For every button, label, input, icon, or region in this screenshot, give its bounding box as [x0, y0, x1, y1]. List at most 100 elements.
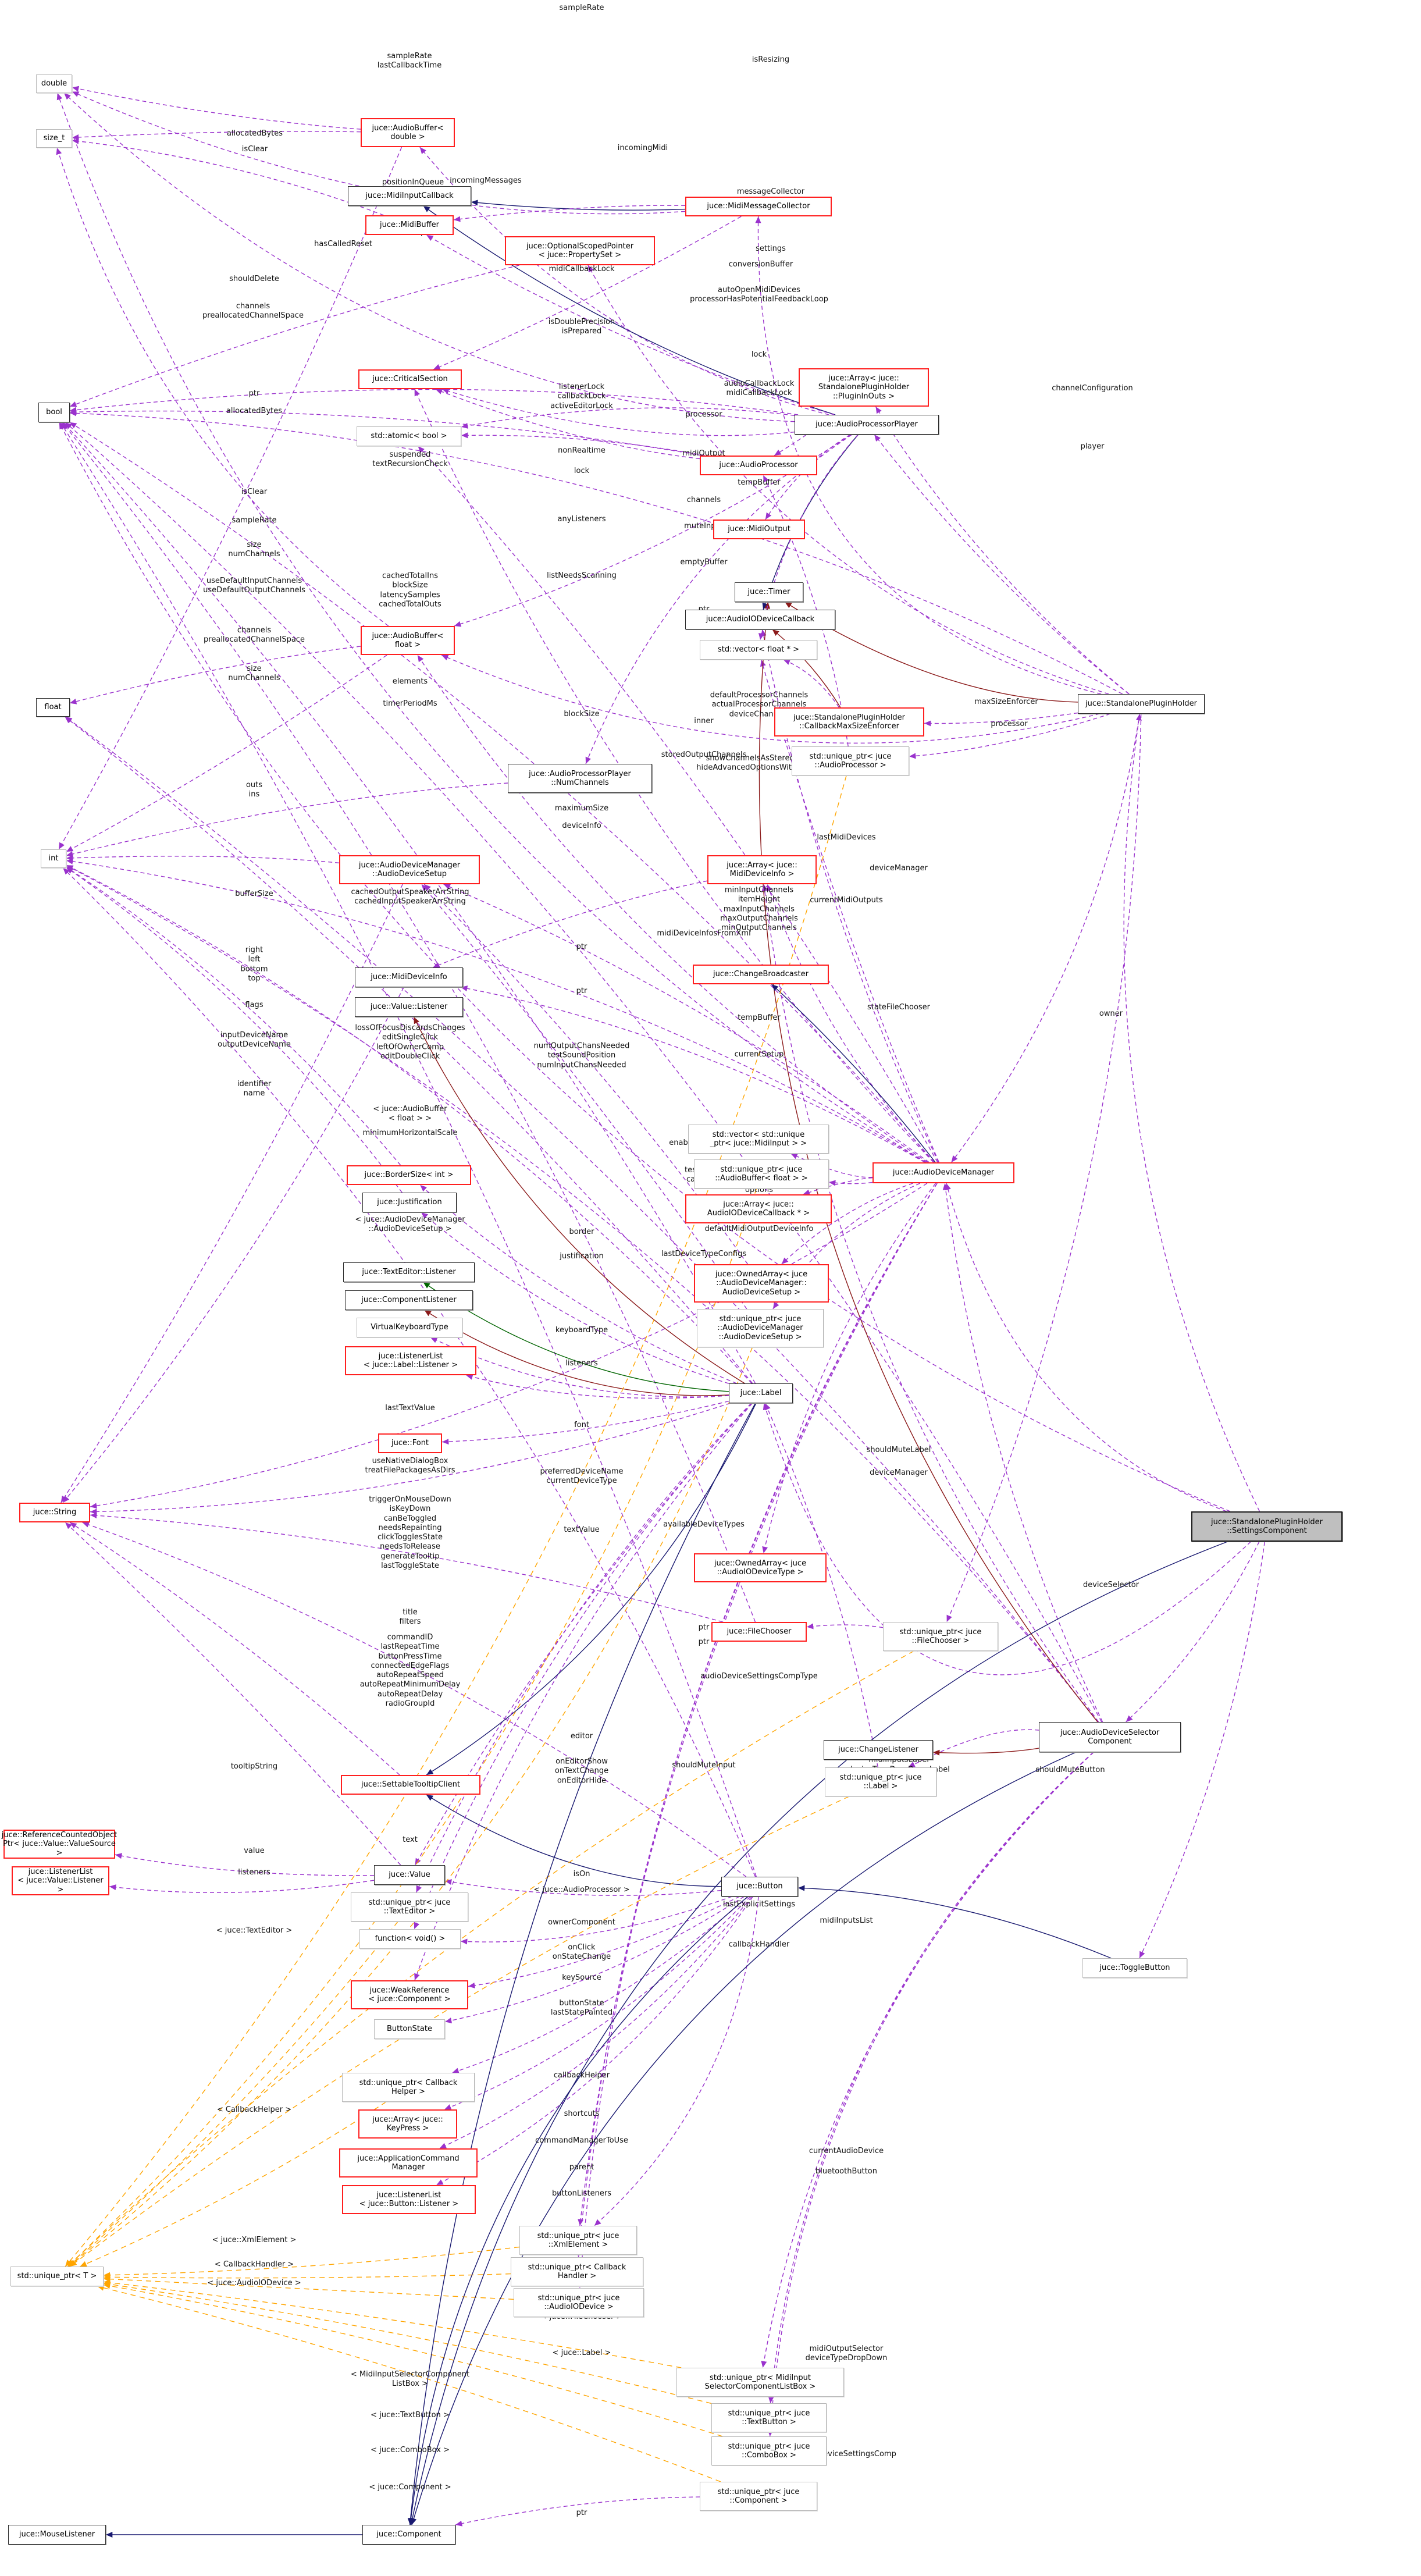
node-uptr_component[interactable]: std::unique_ptr< juce ::Component > — [700, 2482, 817, 2511]
node-uptr_combobox[interactable]: std::unique_ptr< juce ::ComboBox > — [711, 2436, 827, 2465]
node-llbutton[interactable]: juce::ListenerList < juce::Button::Liste… — [342, 2185, 476, 2214]
edge-value-to-llvalue — [109, 1880, 375, 1893]
edge-label-to-weakref — [414, 1403, 753, 1981]
node-settooltip[interactable]: juce::SettableTooltipClient — [341, 1775, 480, 1795]
node-uptr_textbutton[interactable]: std::unique_ptr< juce ::TextButton > — [711, 2403, 827, 2432]
node-arr_mididev[interactable]: juce::Array< juce:: MidiDeviceInfo > — [707, 855, 817, 884]
node-bordersize[interactable]: juce::BorderSize< int > — [347, 1165, 471, 1185]
node-string[interactable]: juce::String — [19, 1503, 90, 1522]
edge-adm-to-adm_ads — [443, 884, 929, 1163]
node-abuf_double[interactable]: juce::AudioBuffer< double > — [361, 118, 455, 147]
node-mididevinfo[interactable]: juce::MidiDeviceInfo — [355, 967, 463, 987]
node-uptr_audiodev[interactable]: std::unique_ptr< juce ::AudioIODevice > — [514, 2288, 644, 2317]
edge-abuf_double-to-size_t — [72, 131, 361, 140]
node-uptr_cbhelper[interactable]: std::unique_ptr< Callback Helper > — [342, 2073, 475, 2102]
node-uptr_midiinselbox[interactable]: std::unique_ptr< MidiInput SelectorCompo… — [676, 2368, 844, 2397]
node-uptr_label[interactable]: std::unique_ptr< juce ::Label > — [825, 1767, 936, 1796]
node-midibuffer[interactable]: juce::MidiBuffer — [365, 215, 454, 235]
node-uptr_filechooser[interactable]: std::unique_ptr< juce ::FileChooser > — [883, 1622, 998, 1651]
node-togglebutton[interactable]: juce::ToggleButton — [1082, 1958, 1187, 1978]
node-font[interactable]: juce::Font — [378, 1433, 442, 1453]
node-complistener[interactable]: juce::ComponentListener — [345, 1290, 473, 1310]
node-adm_ads[interactable]: juce::AudioDeviceManager ::AudioDeviceSe… — [339, 855, 480, 884]
node-adm[interactable]: juce::AudioDeviceManager — [872, 1162, 1014, 1183]
node-label[interactable]: juce::Label — [729, 1383, 793, 1403]
node-timer[interactable]: juce::Timer — [735, 582, 803, 602]
edge-uptr_ads-to-adm_ads — [421, 884, 747, 1310]
edge-uptr_abuf_float-to-uptr_t — [67, 1188, 757, 2267]
node-lllabel[interactable]: juce::ListenerList < juce::Label::Listen… — [345, 1346, 476, 1375]
edge-settings_comp-to-adm — [945, 1183, 1227, 1512]
node-arr_keypress[interactable]: juce::Array< juce:: KeyPress > — [358, 2109, 457, 2139]
node-bool[interactable]: bool — [38, 403, 70, 422]
node-optscoped[interactable]: juce::OptionalScopedPointer < juce::Prop… — [505, 236, 655, 265]
node-teditlistener[interactable]: juce::TextEditor::Listener — [343, 1262, 475, 1282]
node-ownarr_ads[interactable]: juce::OwnedArray< juce ::AudioDeviceMana… — [694, 1264, 829, 1303]
edge-label-to-bordersize — [419, 1184, 737, 1384]
edge-uptr_audiodev-to-uptr_t — [103, 2276, 514, 2300]
node-uptr_aproc[interactable]: std::unique_ptr< juce ::AudioProcessor > — [792, 746, 909, 775]
node-arr_aiodcb[interactable]: juce::Array< juce:: AudioIODeviceCallbac… — [685, 1194, 832, 1223]
node-critsec[interactable]: juce::CriticalSection — [358, 369, 462, 389]
node-funcvoid[interactable]: function< void() > — [359, 1929, 461, 1949]
node-weakref[interactable]: juce::WeakReference < juce::Component > — [351, 1980, 468, 2009]
node-vec_uptr_midiin[interactable]: std::vector< std::unique _ptr< juce::Mid… — [688, 1125, 829, 1154]
node-midiout[interactable]: juce::MidiOutput — [713, 520, 805, 539]
node-appcmdmgr[interactable]: juce::ApplicationCommand Manager — [339, 2148, 478, 2177]
node-approcplayer[interactable]: juce::AudioProcessorPlayer — [795, 415, 939, 435]
node-adsc[interactable]: juce::AudioDeviceSelector Component — [1039, 1722, 1181, 1752]
node-float[interactable]: float — [36, 698, 70, 717]
node-button[interactable]: juce::Button — [721, 1877, 798, 1897]
node-component[interactable]: juce::Component — [362, 2525, 455, 2545]
node-changebroadcaster[interactable]: juce::ChangeBroadcaster — [693, 965, 829, 984]
node-ownarr_devtype[interactable]: juce::OwnedArray< juce ::AudioIODeviceTy… — [694, 1553, 827, 1582]
node-sph[interactable]: juce::StandalonePluginHolder — [1078, 694, 1205, 714]
node-atomicbool[interactable]: std::atomic< bool > — [357, 426, 461, 446]
node-value[interactable]: juce::Value — [374, 1865, 445, 1885]
node-uptr_t[interactable]: std::unique_ptr< T > — [10, 2267, 104, 2286]
node-abuf_float[interactable]: juce::AudioBuffer< float > — [361, 626, 455, 655]
node-changelistener[interactable]: juce::ChangeListener — [824, 1740, 933, 1760]
node-audioproc[interactable]: juce::AudioProcessor — [700, 456, 817, 475]
edge-cbmaxenforcer-to-aiodevcb — [772, 629, 841, 708]
edge-value-to-refcount — [115, 1853, 375, 1876]
node-refcount[interactable]: juce::ReferenceCountedObject Ptr< juce::… — [2, 1830, 117, 1859]
node-filechooser[interactable]: juce::FileChooser — [711, 1622, 807, 1642]
node-uptr_xml[interactable]: std::unique_ptr< juce ::XmlElement > — [519, 2226, 637, 2255]
node-int[interactable]: int — [41, 849, 66, 868]
node-appnumch[interactable]: juce::AudioProcessorPlayer ::NumChannels — [508, 764, 652, 793]
node-midiinputcb[interactable]: juce::MidiInputCallback — [348, 186, 471, 206]
edge-audioproc-to-atomicbool — [461, 432, 705, 456]
node-cbmaxenforcer[interactable]: juce::StandalonePluginHolder ::CallbackM… — [774, 707, 924, 736]
node-llvalue[interactable]: juce::ListenerList < juce::Value::Listen… — [12, 1866, 109, 1895]
node-uptr_abuf_float[interactable]: std::unique_ptr< juce ::AudioBuffer< flo… — [694, 1159, 829, 1189]
edge-button-to-buttonstate — [444, 1896, 745, 2024]
edge-approcplayer-to-midibuffer — [426, 234, 835, 415]
node-vkbtype[interactable]: VirtualKeyboardType — [357, 1318, 462, 1337]
node-justification[interactable]: juce::Justification — [362, 1193, 457, 1212]
node-size_t[interactable]: size_t — [36, 129, 72, 148]
edge-adm-to-ownarr_devtype — [762, 1183, 936, 1554]
edge-adm-to-int — [66, 858, 926, 1163]
edge-adm-to-arr_mididev — [767, 884, 935, 1163]
edge-sph-to-bool — [69, 410, 1123, 695]
node-aiodevcb[interactable]: juce::AudioIODeviceCallback — [685, 610, 835, 629]
node-uptr_tedit[interactable]: std::unique_ptr< juce ::TextEditor > — [351, 1892, 468, 1922]
node-buttonstate[interactable]: ButtonState — [374, 2019, 445, 2039]
node-arr_pluginio[interactable]: juce::Array< juce:: StandalonePluginHold… — [799, 368, 929, 407]
node-valuelistener[interactable]: juce::Value::Listener — [355, 997, 463, 1017]
edge-sph-to-optscoped — [587, 265, 1109, 695]
node-uptr_cbhandler[interactable]: std::unique_ptr< Callback Handler > — [511, 2257, 643, 2286]
edge-adsc-to-int — [66, 864, 1099, 1723]
node-double[interactable]: double — [36, 74, 72, 93]
edge-justification-to-int — [66, 867, 403, 1193]
edge-label-to-uptr_tedit — [415, 1403, 752, 1893]
node-vecfloat[interactable]: std::vector< float * > — [700, 640, 817, 660]
node-settings_comp[interactable]: juce::StandalonePluginHolder ::SettingsC… — [1191, 1511, 1342, 1542]
edge-label-to-bool — [62, 422, 756, 1384]
edge-adm-to-critsec — [414, 389, 934, 1163]
node-uptr_ads[interactable]: std::unique_ptr< juce ::AudioDeviceManag… — [697, 1309, 824, 1347]
edge-abuf_float-to-int — [66, 654, 387, 852]
node-midimsgcol[interactable]: juce::MidiMessageCollector — [685, 197, 832, 216]
node-mouselistener[interactable]: juce::MouseListener — [8, 2525, 106, 2545]
